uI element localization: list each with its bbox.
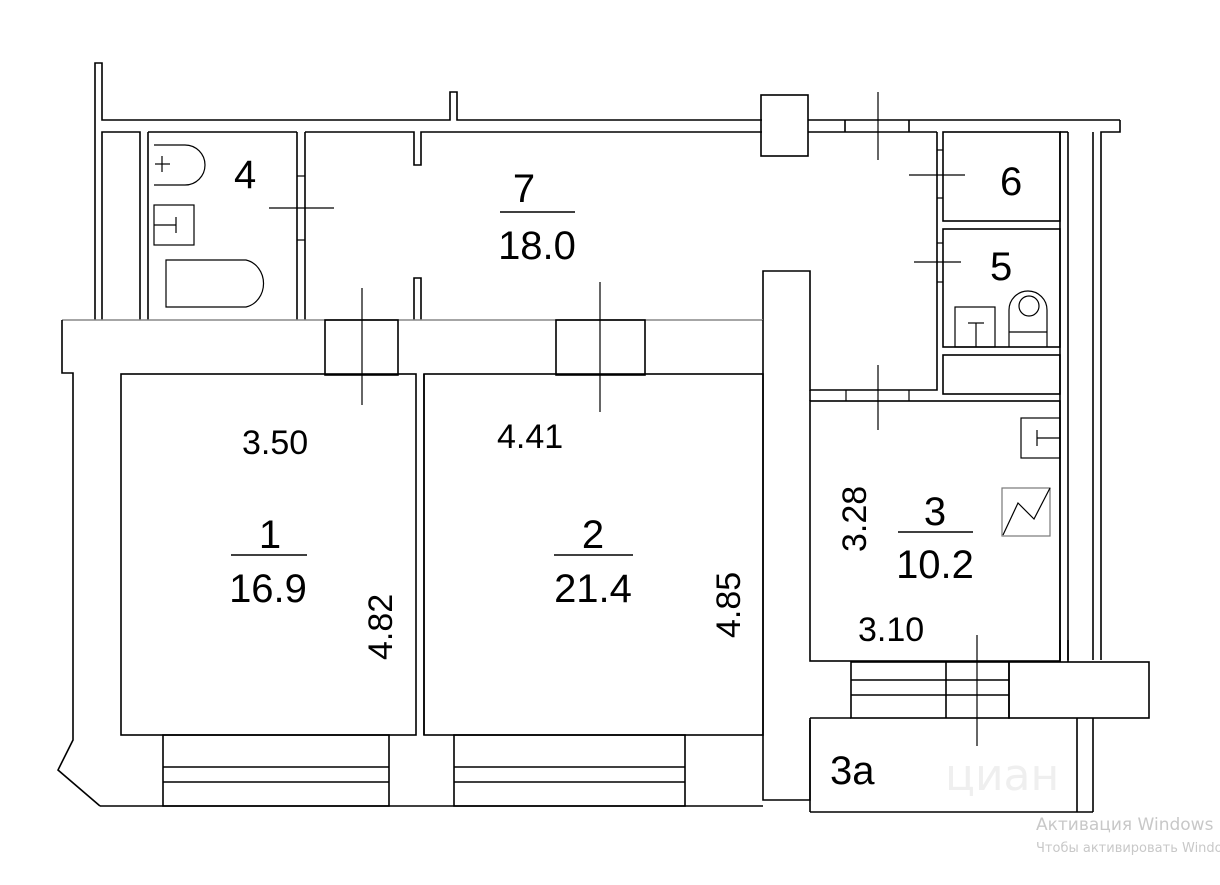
room-dimension: 4.82 <box>362 594 400 660</box>
bathtub-icon <box>165 259 265 308</box>
window <box>162 734 390 807</box>
room-4: 4 <box>153 144 334 308</box>
room-5: 5 <box>914 228 1061 395</box>
room-dimension: 3.28 <box>836 486 874 552</box>
room-number: 2 <box>582 513 604 557</box>
room-area: 21.4 <box>554 567 632 611</box>
outer-walls <box>94 62 1121 660</box>
activation-watermark-subtitle: Чтобы активировать Windows <box>1036 841 1220 856</box>
room-3: 3.28 3 10.2 3.10 <box>809 365 1061 662</box>
room-dimension: 4.85 <box>710 572 748 638</box>
balcony-door <box>850 635 1150 746</box>
ventilation-shaft <box>760 94 809 157</box>
room-number: 1 <box>259 513 281 557</box>
room-6: 6 <box>909 131 1061 222</box>
windows-bottom <box>100 734 763 807</box>
sink-icon <box>954 306 996 348</box>
room-number: 3 <box>924 490 946 534</box>
interior-wall <box>57 282 811 807</box>
room-number: 7 <box>513 167 535 211</box>
room-dimension: 3.50 <box>242 424 308 462</box>
room-dimension: 4.41 <box>497 418 563 456</box>
room-3a: 3а <box>809 717 1094 813</box>
activation-watermark-title: Активация Windows <box>1036 815 1214 835</box>
room-dimension: 3.10 <box>858 611 924 649</box>
room-number: 4 <box>234 153 256 197</box>
window <box>453 734 686 807</box>
toilet-icon <box>1008 290 1048 347</box>
room-number: 3а <box>830 749 875 793</box>
stove-icon <box>1001 487 1051 537</box>
logo-watermark: циан <box>945 750 1059 801</box>
room-area: 16.9 <box>229 567 307 611</box>
room-7: 7 18.0 <box>413 92 938 391</box>
room-2: 4.41 2 21.4 4.85 <box>423 373 764 736</box>
toilet-icon <box>154 144 206 186</box>
room-area: 18.0 <box>498 224 576 268</box>
room-1: 3.50 1 16.9 4.82 <box>120 373 417 736</box>
room-number: 5 <box>990 245 1012 289</box>
storage-niche <box>942 354 1061 395</box>
room-area: 10.2 <box>896 543 974 587</box>
room-number: 6 <box>1000 160 1022 204</box>
kitchen-sink-icon <box>1020 417 1061 459</box>
